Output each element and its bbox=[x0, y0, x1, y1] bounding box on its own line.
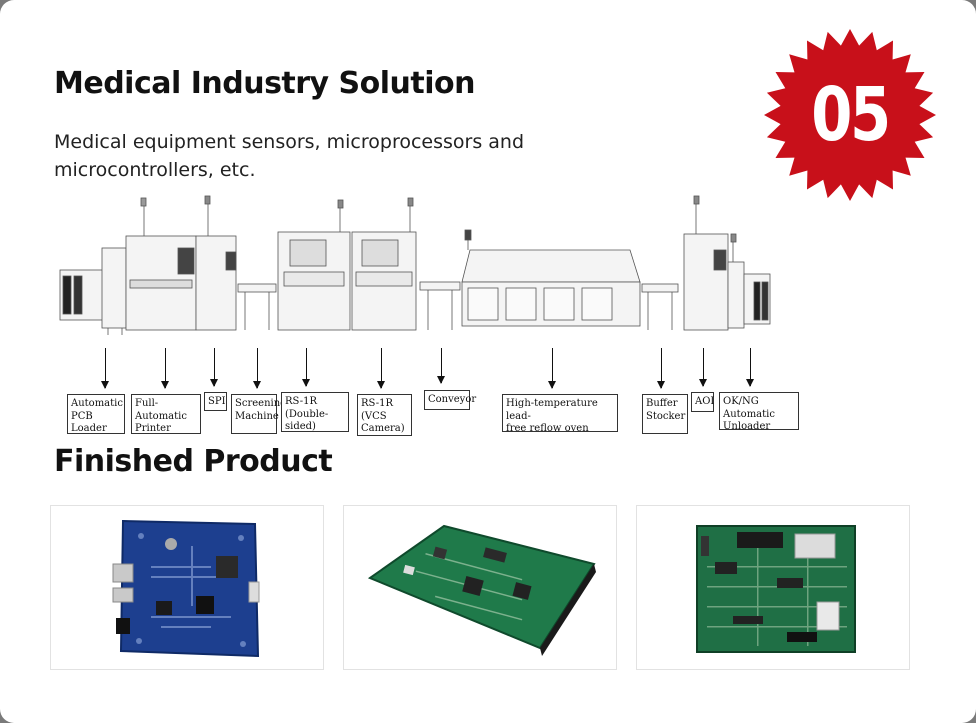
label-aoi: AOI bbox=[691, 392, 714, 412]
arrow-loader bbox=[101, 348, 109, 389]
arrow-reflow bbox=[548, 348, 556, 389]
arrow-screening bbox=[253, 348, 261, 389]
arrow-buffer bbox=[657, 348, 665, 389]
arrow-printer bbox=[161, 348, 169, 389]
blue-pcb-image bbox=[112, 519, 260, 658]
label-unloader: OK/NG Automatic Unloader bbox=[719, 392, 799, 432]
badge-number: 05 bbox=[811, 72, 891, 158]
label-rs1r-vcs: RS-1R (VCS Camera) bbox=[357, 394, 412, 436]
label-printer: Full-Automatic Printer bbox=[131, 394, 201, 434]
product-card-green-control-board bbox=[636, 505, 910, 670]
arrow-rs1r-double bbox=[302, 348, 310, 387]
arrow-unloader bbox=[746, 348, 754, 387]
label-conveyor: Conveyor bbox=[424, 390, 476, 410]
label-buffer-stocker: Buffer Stocker bbox=[642, 394, 688, 434]
solution-description: Medical equipment sensors, microprocesso… bbox=[54, 131, 525, 181]
label-reflow-oven: High-temperature lead- free reflow oven bbox=[502, 394, 618, 434]
green-motherboard-image bbox=[367, 524, 596, 656]
arrow-spi bbox=[210, 348, 218, 387]
product-card-blue-pcb bbox=[50, 505, 324, 670]
solution-title: Medical Industry Solution bbox=[54, 66, 476, 101]
green-control-board-image bbox=[696, 525, 856, 653]
arrow-aoi bbox=[699, 348, 707, 387]
arrow-rs1r-vcs bbox=[377, 348, 385, 389]
smt-production-line-illustration bbox=[59, 195, 771, 335]
label-screening-machine: Screening Machine bbox=[231, 394, 287, 434]
finished-product-title: Finished Product bbox=[54, 444, 333, 479]
label-pcb-loader: Automatic PCB Loader bbox=[67, 394, 125, 434]
label-rs1r-double: RS-1R (Double-sided) bbox=[281, 392, 349, 432]
product-card-green-motherboard bbox=[343, 505, 617, 670]
arrow-conveyor bbox=[437, 348, 445, 384]
label-spi: SPI bbox=[204, 392, 227, 411]
badge-starburst-icon bbox=[764, 29, 936, 201]
